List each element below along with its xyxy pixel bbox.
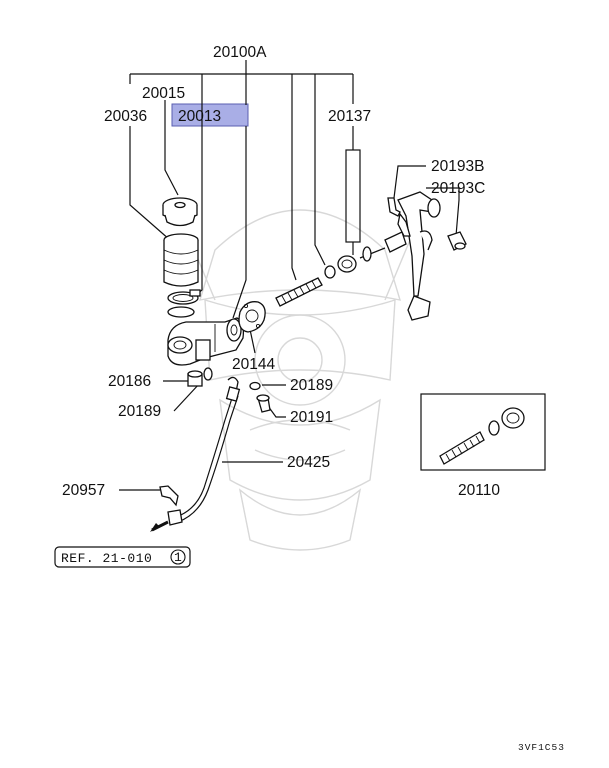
label-20193c[interactable]: 20193C [431, 180, 485, 197]
leader-lines [119, 60, 460, 491]
washer-part-left [203, 367, 213, 381]
hose-clip-part [159, 485, 179, 507]
label-20100a[interactable]: 20100A [213, 44, 267, 61]
reference-circled-number: 1 [174, 550, 182, 565]
reservoir-cap-part [162, 197, 198, 227]
clip-ring-part [167, 289, 201, 318]
reference-text: REF. 21-010 [61, 551, 152, 566]
label-20186[interactable]: 20186 [108, 373, 151, 390]
gasket-part [238, 301, 266, 333]
label-20015[interactable]: 20015 [142, 85, 185, 102]
label-20144[interactable]: 20144 [232, 356, 275, 373]
reference-tag[interactable]: REF. 21-010 1 [54, 546, 191, 568]
repair-kit-box [420, 393, 546, 471]
fitting-part-20186 [187, 370, 203, 387]
highlight-box [171, 103, 249, 127]
clevis-pin-part [387, 197, 401, 217]
watermark-emblem [189, 209, 411, 551]
diagram-code: 3VF1C53 [518, 742, 565, 753]
label-20425[interactable]: 20425 [287, 454, 330, 471]
pedal-bolt-part [447, 231, 467, 251]
label-20137[interactable]: 20137 [328, 108, 371, 125]
reference-circle-icon [170, 549, 186, 565]
label-20189-left[interactable]: 20189 [118, 403, 161, 420]
label-20193b[interactable]: 20193B [431, 158, 484, 175]
master-cylinder-part [167, 317, 245, 366]
bolt-parts [249, 381, 271, 413]
label-20036[interactable]: 20036 [104, 108, 147, 125]
label-20013[interactable]: 20013 [178, 108, 221, 125]
direction-arrow-icon [150, 520, 169, 532]
label-20957[interactable]: 20957 [62, 482, 105, 499]
rubber-boot-part [163, 233, 199, 287]
pedal-bracket-part [397, 191, 441, 321]
pushrod-assembly-part [275, 231, 407, 307]
label-20189-right[interactable]: 20189 [290, 377, 333, 394]
label-20110[interactable]: 20110 [458, 482, 500, 499]
hose-part [167, 376, 241, 526]
label-20191[interactable]: 20191 [290, 409, 333, 426]
